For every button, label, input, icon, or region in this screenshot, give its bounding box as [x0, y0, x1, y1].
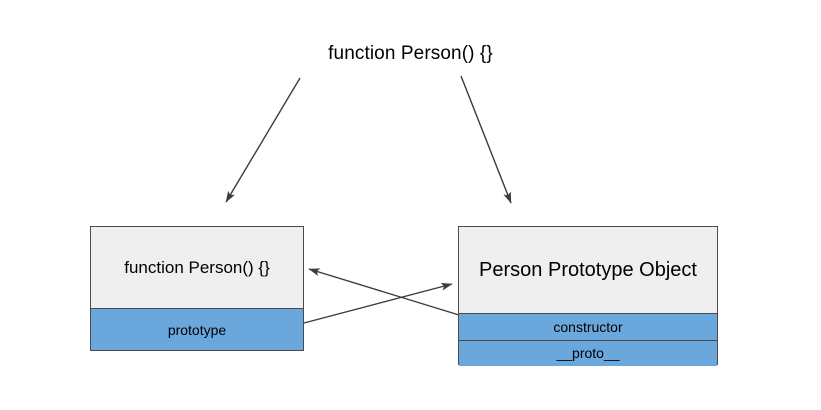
person-prototype-object-box-header: Person Prototype Object	[459, 227, 717, 313]
arrow-prototype-to-prototype-object	[303, 282, 453, 324]
arrow-title-to-right-box	[460, 75, 512, 204]
person-prototype-object-box[interactable]: Person Prototype Object constructor __pr…	[458, 226, 718, 366]
function-person-box-row-prototype[interactable]: prototype	[91, 308, 303, 350]
function-person-box[interactable]: function Person() {} prototype	[90, 226, 304, 351]
function-person-box-header: function Person() {}	[91, 227, 303, 308]
arrow-title-to-left-box	[225, 77, 301, 203]
person-prototype-object-box-row-constructor[interactable]: constructor	[459, 313, 717, 340]
diagram-title-label: function Person() {}	[328, 43, 493, 64]
arrow-constructor-to-function	[308, 268, 460, 316]
person-prototype-object-box-row-proto[interactable]: __proto__	[459, 339, 717, 366]
